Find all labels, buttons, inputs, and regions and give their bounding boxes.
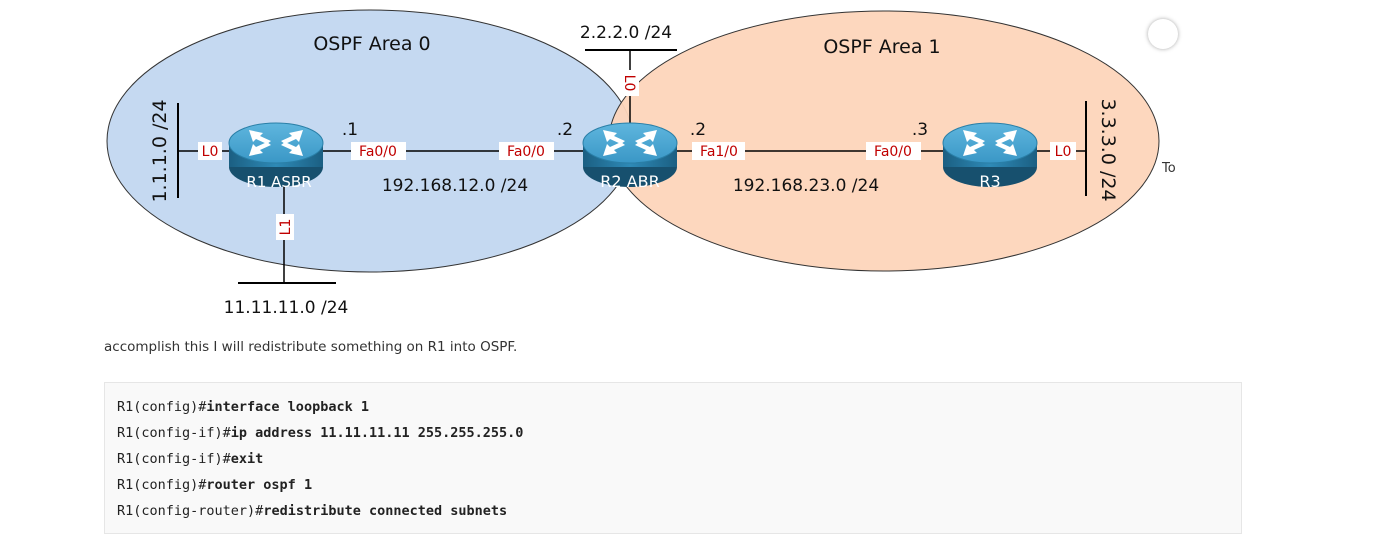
side-note-text: To [1162, 161, 1176, 176]
ospf-topology-diagram: OSPF Area 0 OSPF Area 1 R1 ASBR R2 ABR R… [106, 9, 1160, 318]
area-0-label: OSPF Area 0 [313, 33, 430, 55]
link-r1-r2-network: 192.168.12.0 /24 [382, 176, 528, 196]
router-r3-name: R3 [979, 172, 1000, 191]
code-line: R1(config-router)#redistribute connected… [117, 503, 508, 519]
router-r2[interactable]: R2 ABR [582, 122, 678, 191]
r2-right-host-id: .2 [690, 120, 706, 140]
r2-left-host-id: .2 [557, 120, 573, 140]
code-line: R1(config-if)#ip address 11.11.11.11 255… [117, 425, 524, 441]
r1-host-id: .1 [342, 120, 358, 140]
r3-loopback0-network: 3.3.3.0 /24 [1097, 98, 1119, 201]
router-r2-name: R2 ABR [600, 172, 659, 191]
r1-l0-interface-label: L0 [202, 144, 219, 160]
code-line: R1(config-if)#exit [117, 451, 264, 467]
router-r1-name: R1 ASBR [246, 173, 311, 191]
body-paragraph: accomplish this I will redistribute some… [104, 339, 518, 355]
r2-lo-interface-label: L0 [621, 75, 637, 92]
r1-l1-interface-label: L1 [278, 219, 294, 236]
r2-loopback0-network: 2.2.2.0 /24 [580, 23, 672, 43]
router-r3[interactable]: R3 [942, 122, 1038, 191]
code-line: R1(config)#router ospf 1 [117, 477, 313, 493]
r3-fa00-interface-label: Fa0/0 [874, 144, 912, 160]
r1-fa00-interface-label: Fa0/0 [359, 144, 397, 160]
r2-fa10-interface-label: Fa1/0 [700, 144, 738, 160]
link-r2-r3-network: 192.168.23.0 /24 [733, 176, 879, 196]
scroll-top-button[interactable] [1148, 19, 1178, 49]
r1-loopback1-network: 11.11.11.0 /24 [224, 298, 349, 318]
code-block: R1(config)#interface loopback 1 R1(confi… [104, 382, 1242, 534]
router-r1[interactable]: R1 ASBR [228, 122, 324, 191]
r3-host-id: .3 [912, 120, 928, 140]
code-line: R1(config)#interface loopback 1 [117, 399, 369, 415]
area-1-label: OSPF Area 1 [823, 36, 940, 58]
r2-fa00-interface-label: Fa0/0 [507, 144, 545, 160]
r1-loopback0-network: 1.1.1.0 /24 [149, 99, 171, 202]
r3-l0-interface-label: L0 [1055, 144, 1072, 160]
